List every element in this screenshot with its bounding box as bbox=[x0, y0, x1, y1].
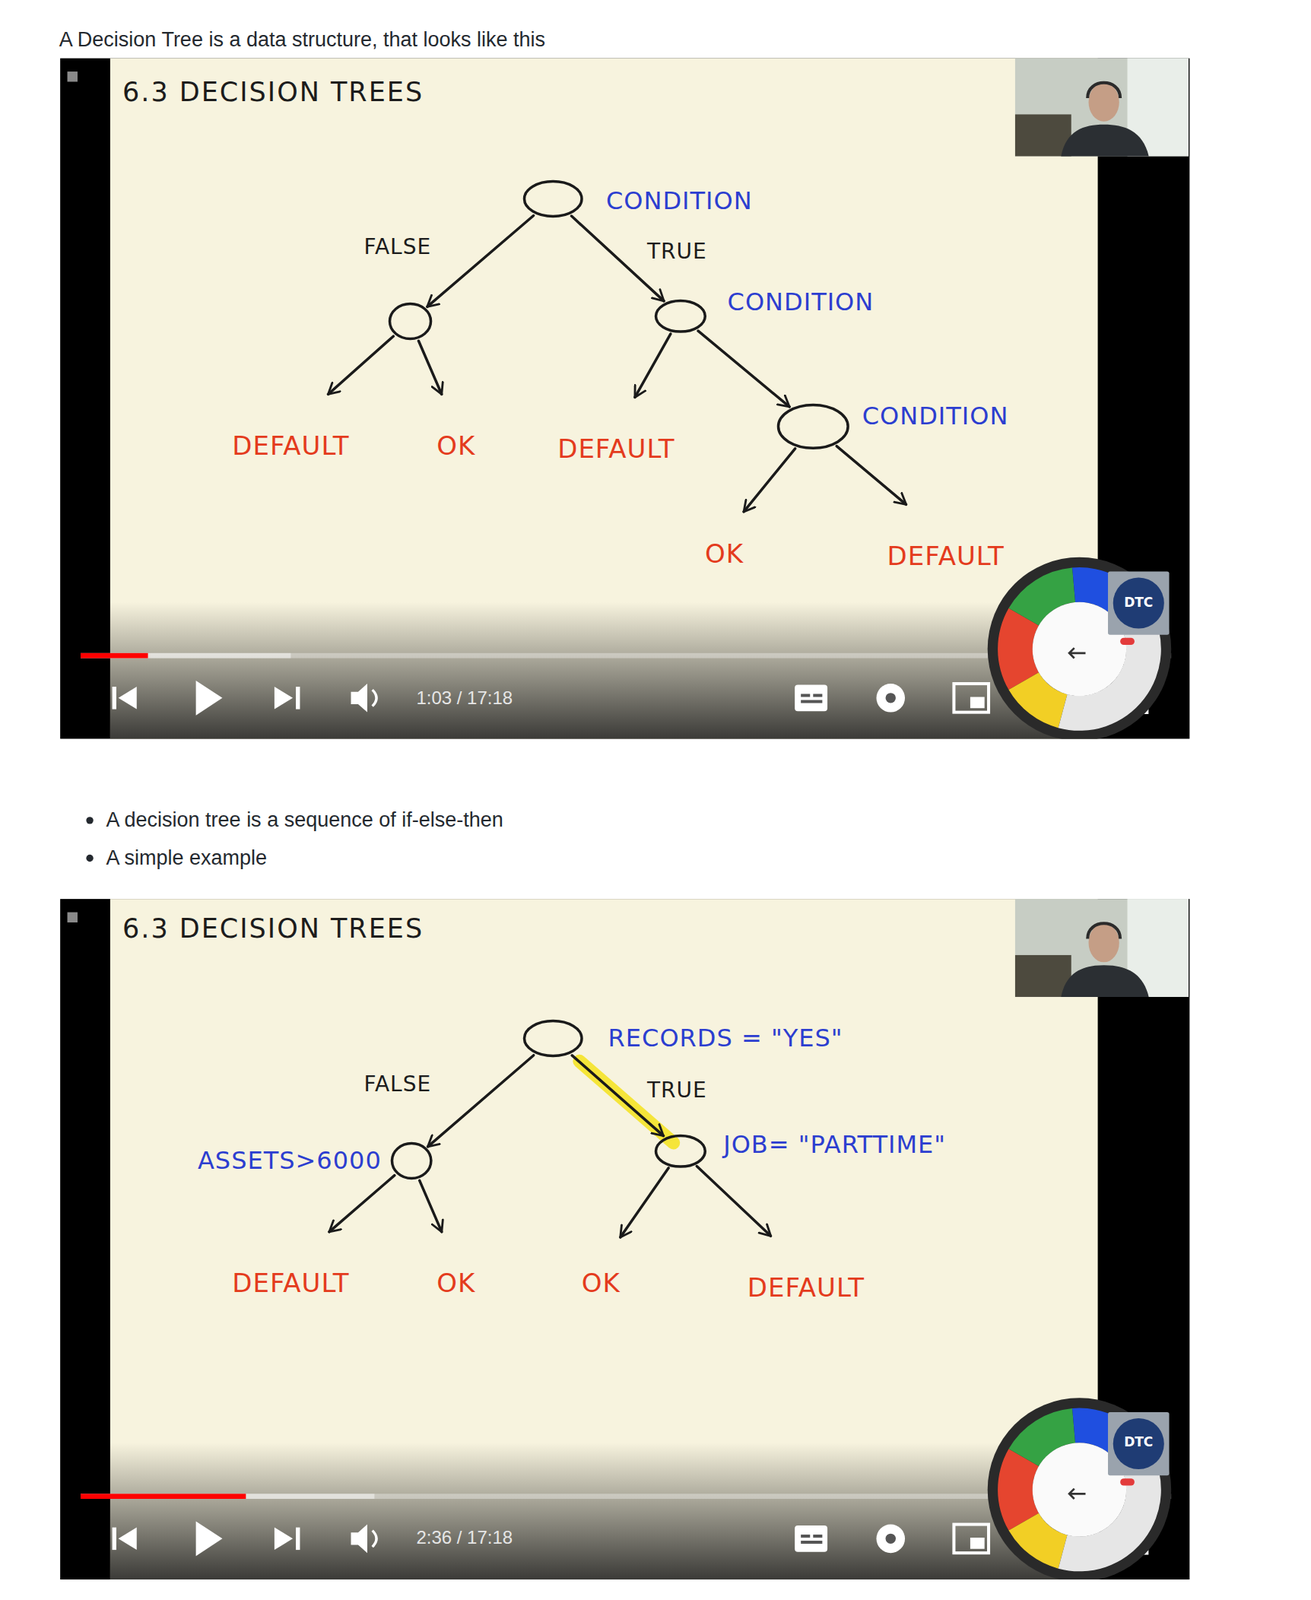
leaf-node: DEFAULT bbox=[231, 1231, 350, 1299]
decision-circle bbox=[777, 404, 848, 448]
circle-outline bbox=[387, 301, 433, 341]
decision-node: CONDITION bbox=[653, 298, 708, 334]
condition-text: CONDITION bbox=[606, 187, 753, 216]
leaf-node: DEFAULT bbox=[231, 393, 350, 461]
tree-arrow bbox=[427, 215, 534, 308]
condition-text: CONDITION bbox=[862, 402, 1010, 431]
condition-text: JOB= "PARTTIME" bbox=[723, 1130, 946, 1159]
leaf-text: DEFAULT bbox=[231, 431, 350, 461]
tree-arrow bbox=[698, 330, 790, 407]
board-title: 6.3 DECISION TREES bbox=[122, 76, 424, 108]
circle-outline bbox=[390, 1141, 433, 1181]
tree-arrow bbox=[696, 1166, 771, 1237]
circle-outline bbox=[776, 403, 851, 451]
decision-circle bbox=[523, 1021, 581, 1057]
circle-outline bbox=[653, 298, 708, 334]
leaf-node: OK bbox=[436, 1231, 476, 1299]
decision-node: ASSETS>6000 bbox=[390, 1141, 433, 1181]
edge-label: FALSE bbox=[361, 234, 434, 260]
circle-outline bbox=[653, 1133, 708, 1169]
decision-circle bbox=[391, 1143, 431, 1179]
tree-arrow bbox=[328, 336, 394, 394]
progress-buffer bbox=[80, 1493, 375, 1499]
leaf-node: OK bbox=[436, 393, 476, 461]
leaf-text: DEFAULT bbox=[231, 1268, 350, 1299]
progress-played bbox=[80, 1493, 246, 1499]
decision-node bbox=[387, 301, 433, 341]
progress-buffer bbox=[80, 653, 291, 659]
leaf-text: DEFAULT bbox=[557, 434, 675, 464]
decision-circle bbox=[389, 304, 431, 340]
decision-node: JOB= "PARTTIME" bbox=[653, 1133, 708, 1169]
tree-arrow bbox=[743, 448, 796, 512]
decision-circle bbox=[655, 301, 705, 333]
body-text: A Decision Tree is a data structure, tha… bbox=[59, 28, 546, 52]
leaf-node: OK bbox=[704, 502, 744, 569]
leaf-node: DEFAULT bbox=[557, 396, 675, 464]
badge-text: DTC bbox=[1123, 1434, 1153, 1451]
edge-label: TRUE bbox=[644, 239, 710, 264]
bullet-text: A decision tree is a sequence of if-else… bbox=[106, 808, 504, 832]
leaf-node: OK bbox=[581, 1231, 621, 1299]
tree-arrow bbox=[634, 333, 671, 397]
decision-circle bbox=[655, 1135, 705, 1167]
bullet-text: A simple example bbox=[106, 846, 268, 870]
video-time: 2:36 / 17:18 bbox=[415, 1526, 513, 1549]
video-frame bbox=[60, 58, 1190, 742]
tree-arrow bbox=[419, 1180, 442, 1232]
leaf-text: OK bbox=[704, 539, 744, 569]
video-time: 1:03 / 17:18 bbox=[415, 687, 513, 709]
tree-arrow bbox=[418, 340, 442, 394]
decision-node: RECORDS = "YES" bbox=[522, 1018, 584, 1058]
tree-arrow bbox=[428, 1055, 534, 1147]
tree-arrow bbox=[620, 1168, 669, 1238]
leaf-node: DEFAULT bbox=[887, 504, 1005, 571]
leaf-node: DEFAULT bbox=[747, 1235, 865, 1302]
bullet bbox=[85, 816, 93, 824]
board-title: 6.3 DECISION TREES bbox=[122, 913, 424, 944]
edge-label: TRUE bbox=[644, 1078, 710, 1103]
decision-circle bbox=[523, 181, 581, 217]
leaf-text: OK bbox=[436, 431, 476, 461]
leaf-text: OK bbox=[436, 1268, 476, 1299]
edge-label: FALSE bbox=[361, 1072, 434, 1097]
leaf-text: OK bbox=[581, 1268, 621, 1299]
condition-text: RECORDS = "YES" bbox=[608, 1024, 844, 1053]
badge-text: DTC bbox=[1123, 595, 1153, 611]
decision-node: CONDITION bbox=[522, 179, 584, 219]
decision-node: CONDITION bbox=[776, 403, 851, 451]
tree-arrow bbox=[329, 1175, 395, 1232]
video-frame bbox=[60, 898, 1190, 1582]
tree-arrow bbox=[836, 446, 906, 505]
leaf-text: DEFAULT bbox=[887, 541, 1005, 572]
condition-text: CONDITION bbox=[727, 288, 875, 317]
progress-played bbox=[80, 653, 149, 659]
condition-text: ASSETS>6000 bbox=[197, 1146, 382, 1175]
bullet bbox=[85, 854, 93, 862]
leaf-text: DEFAULT bbox=[747, 1272, 865, 1303]
circle-outline bbox=[522, 1018, 584, 1058]
circle-outline bbox=[522, 179, 584, 219]
